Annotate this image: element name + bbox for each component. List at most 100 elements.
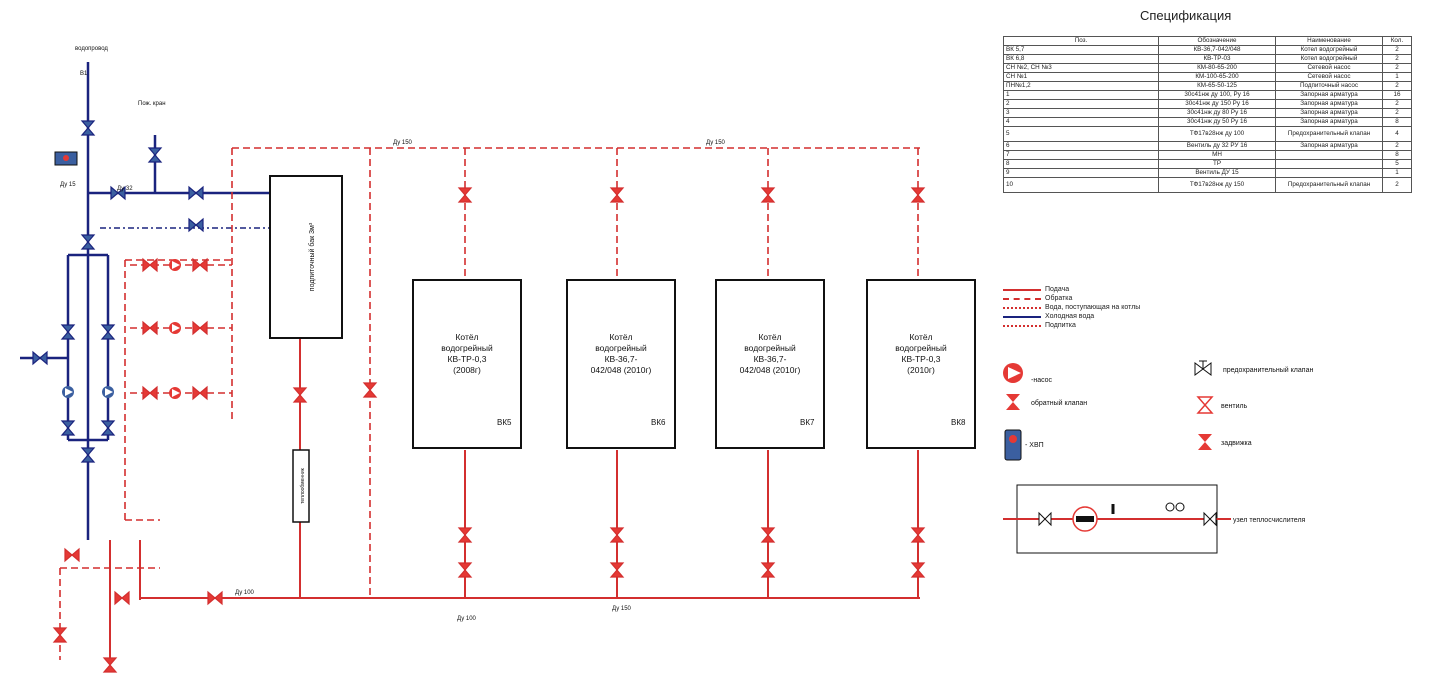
spec-cell: 2 [1382,63,1412,73]
boiler-supply-valve [610,527,624,543]
boiler-box [715,279,825,449]
legend-heat-meter-label: узел теплосчислителя [1233,517,1306,524]
main-valve-2 [207,591,223,605]
spec-cell: ВК 6,8 [1003,54,1159,64]
heat-meter-flowmeter [1072,506,1098,532]
cold-line-valve-2 [188,186,204,200]
du150-top-label-2: Ду 150 [706,140,726,146]
boiler-title-line: водогрейный [744,343,796,353]
spec-cell: 30с41нж ду 80 Ру 16 [1158,108,1276,118]
boiler-title-line: КВ-ТР-0,3 [902,354,941,364]
pn-valve-left [61,324,75,340]
boiler-title-line: КВ-ТР-0,3 [448,354,487,364]
legend-line-item: Обратка [1003,294,1140,303]
heat-exchanger-label: теплообменник [300,467,306,504]
spec-cell: Запорная арматура [1275,141,1383,151]
spec-cell: 1 [1003,90,1159,100]
pn-valve-left-2 [61,420,75,436]
legend-line-item: Вода, поступающая на котлы [1003,303,1140,312]
spec-cell: 2 [1382,45,1412,55]
du100-bottom-label: Ду 100 [235,590,255,596]
heat-meter-valve-left [1038,511,1052,527]
spec-col-pos: Поз. [1003,36,1159,46]
spec-cell: Вентиль ду 32 РУ 16 [1158,141,1276,151]
boiler-title-line: Котёл [455,332,478,342]
legend-line-label: Обратка [1045,295,1073,302]
boiler-title-line: (2010г) [907,365,935,375]
spec-cell: 30с41нж ду 150 Ру 16 [1158,99,1276,109]
boiler-supply-valve [458,527,472,543]
boiler-id: ВК6 [651,418,666,427]
network-pump-icon [169,259,181,271]
legend-ventil-label: вентиль [1221,403,1248,410]
tank-label: подпиточный бак 3м³ [308,222,316,291]
spec-cell: 3 [1003,108,1159,118]
legend-check-valve-icon [1006,394,1020,410]
spec-cell: 5 [1003,126,1159,142]
spec-cell: 2 [1382,54,1412,64]
spec-col-designation: Обозначение [1158,36,1276,46]
spec-cell: 2 [1382,141,1412,151]
legend-line-label: Вода, поступающая на котлы [1045,304,1141,311]
spec-cell: 8 [1382,117,1412,127]
heat-meter-valve-right [1203,511,1217,527]
boiler-title-line: 042/048 (2010г) [740,365,801,375]
boiler-outlet-valve [610,562,624,578]
boiler-box [566,279,676,449]
pumps [62,259,181,399]
legend-ventil-icon [1196,396,1214,414]
spec-cell [1275,159,1383,169]
spec-cell: Запорная арматура [1275,108,1383,118]
legend-line-item: Подпитка [1003,321,1140,330]
heat-meter-gauges-icon [1165,502,1185,512]
legend-line-swatch [1003,315,1041,318]
return-valve [363,382,377,398]
spec-cell: 1 [1382,72,1412,82]
cold-line-valve-3 [188,218,204,232]
boiler-outlet-valve [911,562,925,578]
spec-cell: 4 [1382,126,1412,142]
spec-cell: 9 [1003,168,1159,178]
spec-cell: 30с41нж ду 100, Ру 16 [1158,90,1276,100]
spec-cell: КМ-80-65-200 [1158,63,1276,73]
spec-cell: 2 [1382,108,1412,118]
pump-inlet-valve [142,386,158,400]
make-up-tank [269,175,343,339]
cold-branch-valve [81,234,95,250]
pn-valve-right-2 [101,420,115,436]
boiler-return-valve [911,187,925,203]
pn-valve-right [101,324,115,340]
b1-label: В1 [80,71,88,77]
spec-cell: Запорная арматура [1275,99,1383,109]
pump-inlet-valve [142,321,158,335]
spec-cell: Котел водогрейный [1275,45,1383,55]
legend-line-swatch [1003,297,1041,300]
boiler-id: ВК7 [800,418,815,427]
spec-cell: 1 [1382,168,1412,178]
spec-cell: 7 [1003,150,1159,160]
legend-line-swatch [1003,306,1041,309]
fire-tap-valve [148,147,162,163]
spec-cell: ТФ17в28нж ду 150 [1158,177,1276,193]
spec-cell: 2 [1382,81,1412,91]
spec-cell: ТР [1158,159,1276,169]
symbol-legend: -насос обратный клапан - ХВП предохранит… [1003,360,1313,554]
du150-top-label: Ду 150 [393,140,413,146]
water-main-label: водопровод [75,46,108,52]
drain-valve [32,351,48,365]
legend-line-swatch [1003,324,1041,327]
spec-cell: Котел водогрейный [1275,54,1383,64]
fire-tap-label: Пож. кран [138,101,166,107]
spec-table: Поз. Обозначение Наименование Кол. ВК 5,… [1003,36,1412,193]
